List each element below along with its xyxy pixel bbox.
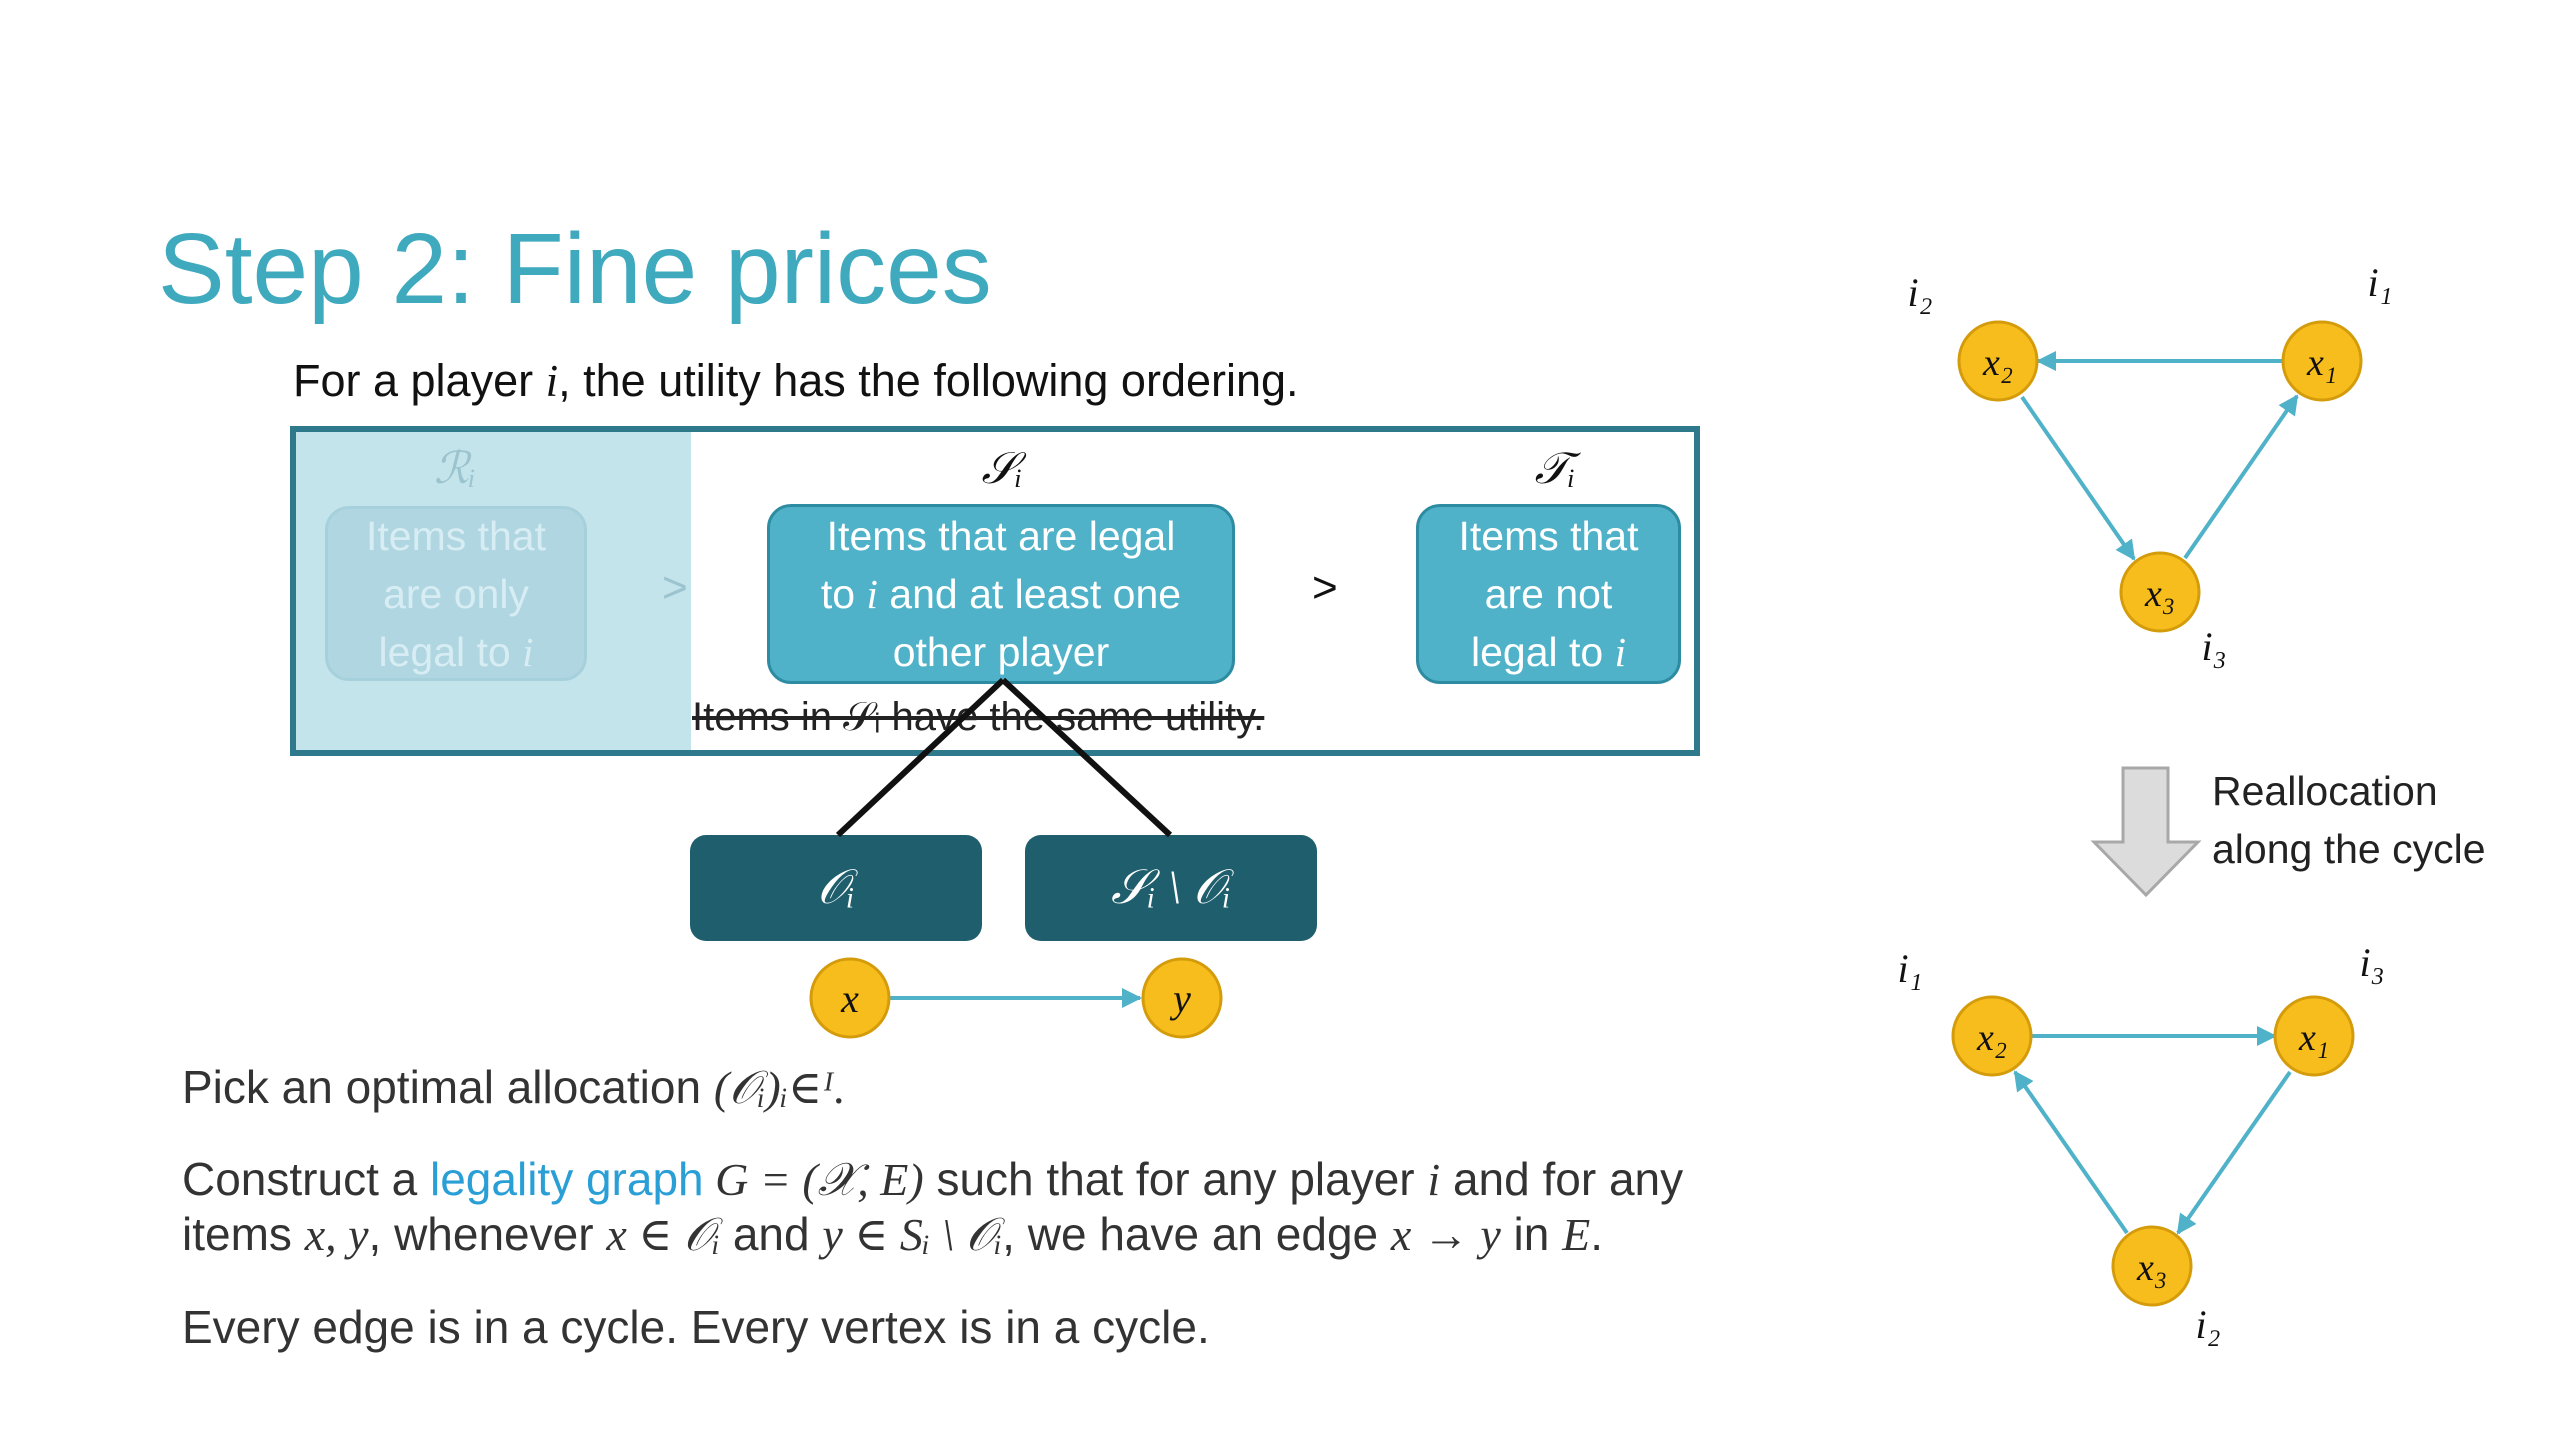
top-label-x3: x₃ (2144, 573, 2175, 615)
set-label-t: 𝒯ᵢ (1534, 444, 1576, 493)
box-t-line2: are not (1484, 571, 1613, 617)
gt-r-s: > (662, 563, 688, 612)
bottom-label-x3: x₃ (2136, 1247, 2167, 1289)
down-arrow-icon (2090, 766, 2202, 898)
reallocation-line2: along the cycle (2212, 826, 2486, 872)
top-edge-x2-x3 (2020, 395, 2136, 561)
subtitle-prefix: For a player (293, 355, 546, 406)
box-t-line3: legal to i (1470, 629, 1626, 675)
bottom-edge-x3-x2 (2013, 1070, 2129, 1235)
top-owner-i3: i₃ (2201, 624, 2226, 669)
slide-title: Step 2: Fine prices (158, 213, 992, 325)
top-node-x1 (2281, 320, 2363, 402)
box-s-line1: Items that are legal (826, 513, 1176, 559)
box-s-line2: to i and at least one (820, 571, 1182, 617)
split-line-right (1000, 677, 1173, 838)
paragraph-optimal-allocation: Pick an optimal allocation (𝒪ᵢ)ᵢ∈ᴵ. (182, 1061, 846, 1113)
paragraph-edge-rule: items x, y, whenever x ∈ 𝒪ᵢ and y ∈ Sᵢ \… (182, 1208, 1604, 1260)
node-x (809, 957, 891, 1039)
paragraph-cycles: Every edge is in a cycle. Every vertex i… (182, 1301, 1210, 1353)
subtitle-var: i (545, 356, 559, 406)
bottom-label-x2: x₂ (1976, 1017, 2007, 1059)
set-label-r: ℛᵢ (433, 444, 477, 493)
top-owner-i1: i₁ (2367, 260, 2392, 305)
label-x: x (840, 976, 859, 1021)
bottom-edge-x1-x3 (2176, 1070, 2292, 1235)
top-owner-i2: i₂ (1907, 270, 1932, 315)
bottom-label-x1: x₁ (2298, 1017, 2329, 1059)
box-t-not-legal: Items that are not legal to i (1416, 504, 1681, 684)
box-r-line1: Items that (365, 512, 546, 559)
subtitle-suffix: , the utility has the following ordering… (558, 355, 1299, 406)
top-edge-x3-x1 (2183, 394, 2299, 560)
bottom-owner-i1: i₁ (1897, 946, 1922, 991)
bottom-node-x3 (2111, 1225, 2193, 1307)
node-y (1141, 957, 1223, 1039)
gt-s-t: > (1312, 563, 1338, 612)
reallocation-line1: Reallocation (2212, 768, 2438, 814)
top-node-x3 (2119, 551, 2201, 633)
box-r-only-legal: Items that are only legal to i (325, 506, 587, 681)
box-r-line2: are only (383, 570, 529, 617)
top-node-x2 (1957, 320, 2039, 402)
bottom-node-x1 (2273, 995, 2355, 1077)
top-label-x1: x₁ (2306, 342, 2337, 384)
box-s-legal-shared: Items that are legal to i and at least o… (767, 504, 1235, 684)
ordering-frame (290, 426, 1700, 756)
box-s-minus-o: 𝒮ᵢ \ 𝒪ᵢ (1025, 835, 1317, 941)
box-t-line1: Items that (1458, 513, 1639, 559)
subtitle: For a player i, the utility has the foll… (293, 355, 1299, 407)
label-y: y (1169, 976, 1191, 1021)
bottom-owner-i3: i₃ (2359, 940, 2384, 985)
set-label-s: 𝒮ᵢ (981, 444, 1023, 493)
legality-graph-term: legality graph (430, 1153, 704, 1205)
box-s-line3: other player (892, 629, 1110, 675)
split-line-left (835, 677, 1006, 838)
box-r-line3: legal to i (378, 628, 534, 675)
bottom-node-x2 (1951, 995, 2033, 1077)
paragraph-legality-graph: Construct a legality graph G = (𝒳, E) su… (182, 1153, 1684, 1205)
bottom-owner-i2: i₂ (2195, 1302, 2220, 1347)
top-label-x2: x₂ (1982, 342, 2013, 384)
box-o-i: 𝒪ᵢ (690, 835, 982, 941)
